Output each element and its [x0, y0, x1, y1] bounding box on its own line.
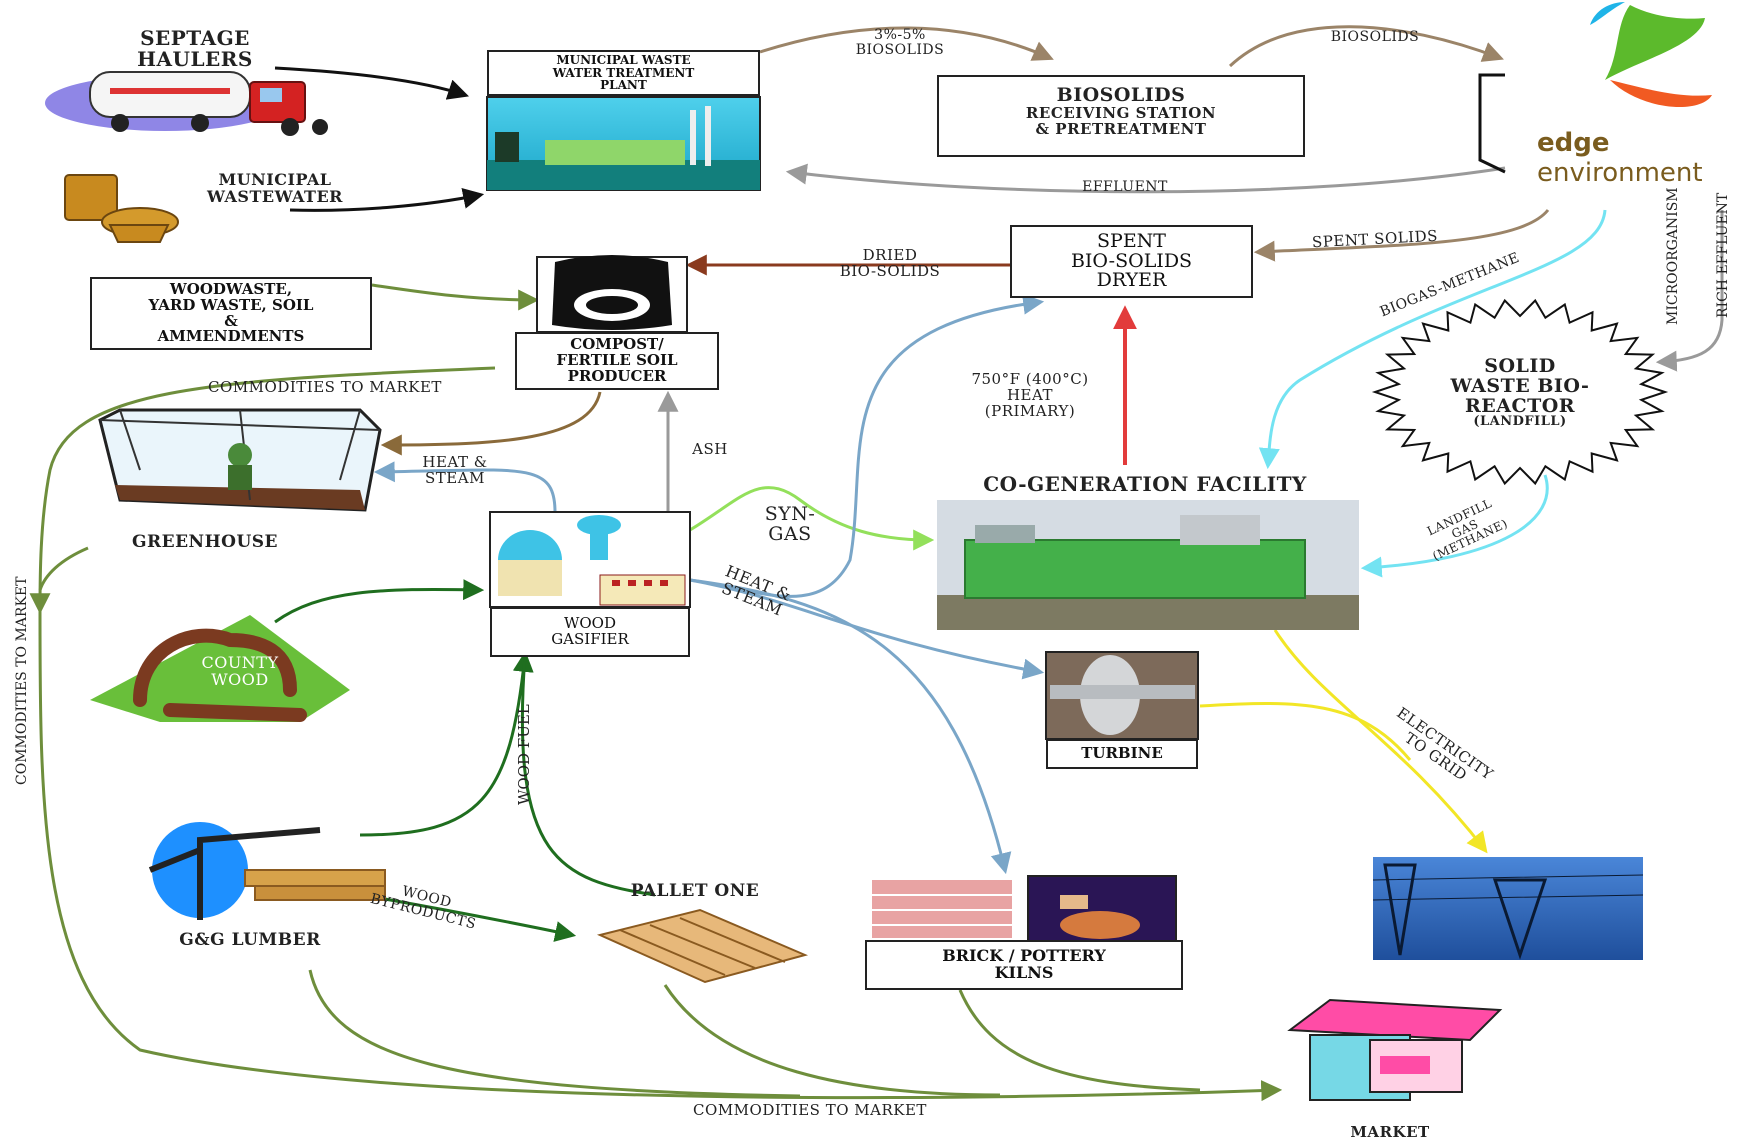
logo-word-light: environment: [1537, 158, 1703, 188]
pallet-icon: [596, 908, 809, 984]
kilns-label: BRICK / POTTERY KILNS: [942, 946, 1106, 982]
solid-waste-sub: (LANDFILL): [1473, 414, 1567, 429]
turbine-box: [1046, 739, 1198, 769]
flow-effluent: EFFLUENT: [1082, 179, 1168, 195]
arrow-greenhouse-to-commodities: [38, 546, 89, 591]
greenhouse-icon: [98, 408, 382, 512]
digester-box-edge: [1478, 73, 1506, 174]
biosolids-station-box: [937, 75, 1305, 157]
gasifier-box: [490, 607, 690, 657]
arrow-turbine-to-grid: [1199, 701, 1412, 761]
flow-syngas: SYN- GAS: [764, 503, 816, 545]
pallet-one-label: PALLET ONE: [630, 881, 760, 901]
toilet-icon: [64, 174, 179, 243]
arrow-effluent: [785, 163, 1506, 194]
flow-commodities-bottom: COMMODITIES TO MARKET: [693, 1101, 927, 1119]
bricks-icon: [872, 880, 1012, 938]
cogeneration-picture: [937, 500, 1359, 630]
arrow-compost-to-greenhouse: [380, 391, 602, 456]
spent-dryer-label: SPENT BIO-SOLIDS DRYER: [1070, 229, 1193, 292]
market-label: MARKET: [1350, 1123, 1430, 1141]
septage-truck-icon: [45, 71, 328, 136]
arrow-commodities-bottom-loop: [38, 609, 1283, 1102]
flow-microorganism: MICROORGANISM: [1665, 187, 1681, 325]
turbine-picture: [1045, 651, 1199, 740]
greenhouse-label: GREENHOUSE: [131, 532, 279, 552]
flow-ash: ASH: [692, 440, 728, 458]
gg-lumber-label: G&G LUMBER: [179, 930, 321, 950]
arrow-septage-to-wwtp: [274, 66, 469, 100]
bioreactor-starburst: [1371, 298, 1669, 486]
arrow-cogen-to-grid: [1273, 629, 1488, 854]
wwtp-picture: [486, 96, 761, 191]
flow-heat-primary: 750°F (400°C) HEAT (PRIMARY): [971, 370, 1089, 420]
flow-dried-biosolids: DRIED BIO-SOLIDS: [839, 246, 941, 280]
arrow-pallet-to-market: [663, 984, 1001, 1097]
compost-box: [515, 332, 719, 390]
wood-gasifier-picture: [489, 511, 691, 608]
flow-rich-effluent: RICH EFFLUENT: [1715, 192, 1731, 318]
arrow-wastewater-to-wwtp: [289, 187, 485, 212]
municipal-wastewater-label: MUNICIPAL WASTEWATER: [207, 170, 343, 206]
woodwaste-box: [90, 277, 372, 350]
edge-environment-logo-text: edge environment: [1537, 128, 1748, 188]
arrow-landfill-gas: [1360, 474, 1549, 578]
market-store-icon: [1287, 998, 1503, 1101]
edge-environment-logo-icon: [1590, 2, 1712, 107]
flow-commodities-left: COMMODITIES TO MARKET: [14, 576, 30, 786]
arrow-kilns-to-market: [958, 989, 1201, 1092]
arrow-biogas-methane: [1258, 209, 1607, 470]
flow-commodities-top: COMMODITIES TO MARKET: [208, 378, 442, 396]
flow-arrows: [29, 25, 1724, 1102]
woodwaste-label: WOODWASTE, YARD WASTE, SOIL & AMMENDMENT…: [148, 280, 314, 346]
arrow-lumber-to-market: [308, 969, 801, 1098]
turbine-label: TURBINE: [1081, 744, 1163, 763]
wwtp-box: [487, 50, 760, 96]
county-wood-label: COUNTY WOOD: [201, 653, 279, 689]
septage-haulers-label: SEPTAGE HAULERS: [137, 26, 253, 71]
county-wood-icon: [90, 615, 350, 722]
flow-wood-fuel: WOOD FUEL: [515, 704, 533, 805]
biosolids-station-sub: RECEIVING STATION & PRETREATMENT: [1025, 104, 1217, 138]
wwtp-label: MUNICIPAL WASTE WATER TREATMENT PLANT: [552, 53, 695, 93]
arrow-woodwaste-to-compost: [371, 283, 540, 311]
spent-dryer-box: [1010, 225, 1253, 298]
arrow-syngas: [689, 486, 935, 551]
logo-word-bold: edge: [1537, 128, 1610, 158]
arrow-lumber-to-gasifier: [359, 650, 534, 837]
arrow-heat-to-greenhouse: [373, 461, 557, 513]
arrow-heat-to-kilns: [689, 578, 1012, 875]
arrow-heat-to-turbine: [689, 578, 1045, 680]
power-lines-picture: [1372, 857, 1644, 960]
flow-heat-steam-greenhouse: HEAT & STEAM: [422, 453, 488, 487]
arrow-spent-solids: [1253, 209, 1550, 262]
solid-waste-label: SOLID WASTE BIO- REACTOR: [1450, 355, 1590, 417]
flow-biosolids: BIOSOLIDS: [1330, 29, 1420, 45]
flow-biosolids-pct: 3%-5% BIOSOLIDS: [855, 27, 945, 58]
lumber-crane-icon: [148, 822, 386, 920]
arrow-microorganism-effluent: [1655, 210, 1724, 372]
kilns-box: [865, 940, 1183, 990]
arrow-commodities-left: [29, 366, 496, 615]
compost-bag-icon: [536, 255, 688, 333]
wood-gasifier-label: WOOD GASIFIER: [551, 614, 629, 648]
arrow-biosolids-to-digester: [1228, 25, 1504, 68]
arrow-county-to-gasifier: [274, 579, 485, 624]
arrow-pallet-to-gasifier: [520, 654, 656, 897]
arrow-wwtp-to-biosolids: [759, 26, 1054, 61]
compost-label: COMPOST/ FERTILE SOIL PRODUCER: [556, 335, 678, 385]
cogeneration-label: CO-GENERATION FACILITY: [983, 472, 1307, 496]
pottery-picture: [1027, 875, 1177, 942]
biosolids-station-title: BIOSOLIDS: [1056, 84, 1186, 106]
